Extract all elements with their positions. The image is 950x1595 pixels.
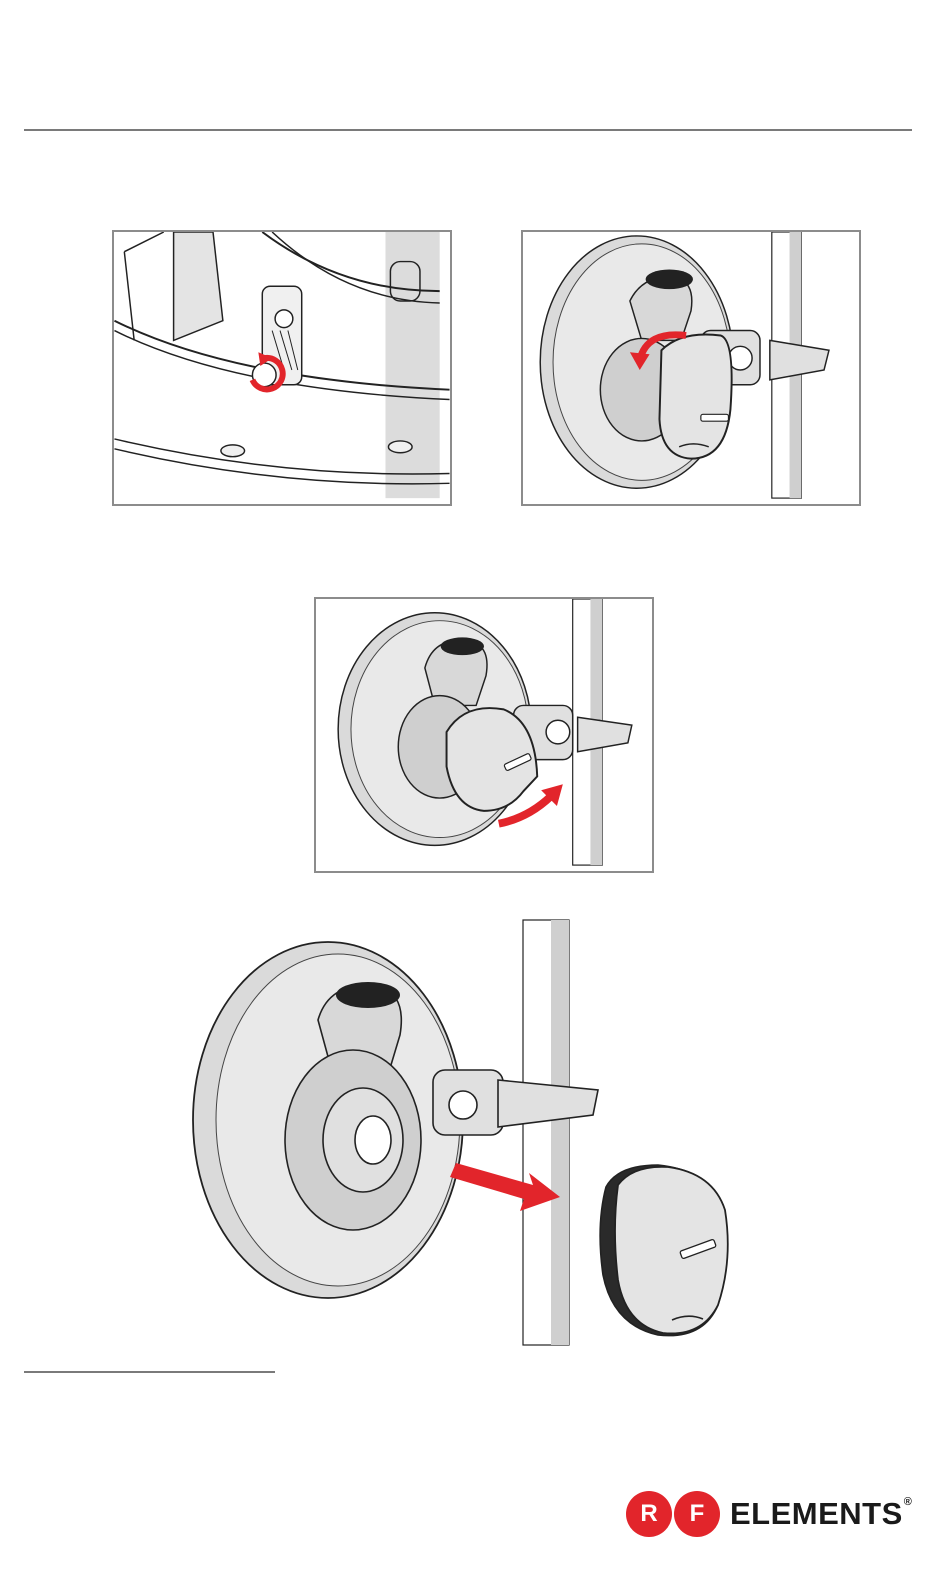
figure-remove-radio [188,915,748,1355]
figure-rotate-clockwise [314,597,654,873]
screw-closeup-illustration [114,232,450,504]
figure-rotate-counterclockwise [521,230,861,506]
rotate-counterclockwise-illustration [523,232,859,504]
rotate-clockwise-illustration [316,599,652,871]
remove-radio-illustration [188,915,748,1355]
logo-wordmark: ELEMENTS [730,1496,903,1532]
figure-screw-closeup [112,230,452,506]
logo-r-circle: R [626,1491,672,1537]
bottom-divider [24,1371,275,1373]
top-divider [24,129,912,131]
logo-f-circle: F [674,1491,720,1537]
logo-registered-mark: ® [904,1496,912,1508]
rf-elements-logo: R F ELEMENTS ® [626,1486,912,1542]
